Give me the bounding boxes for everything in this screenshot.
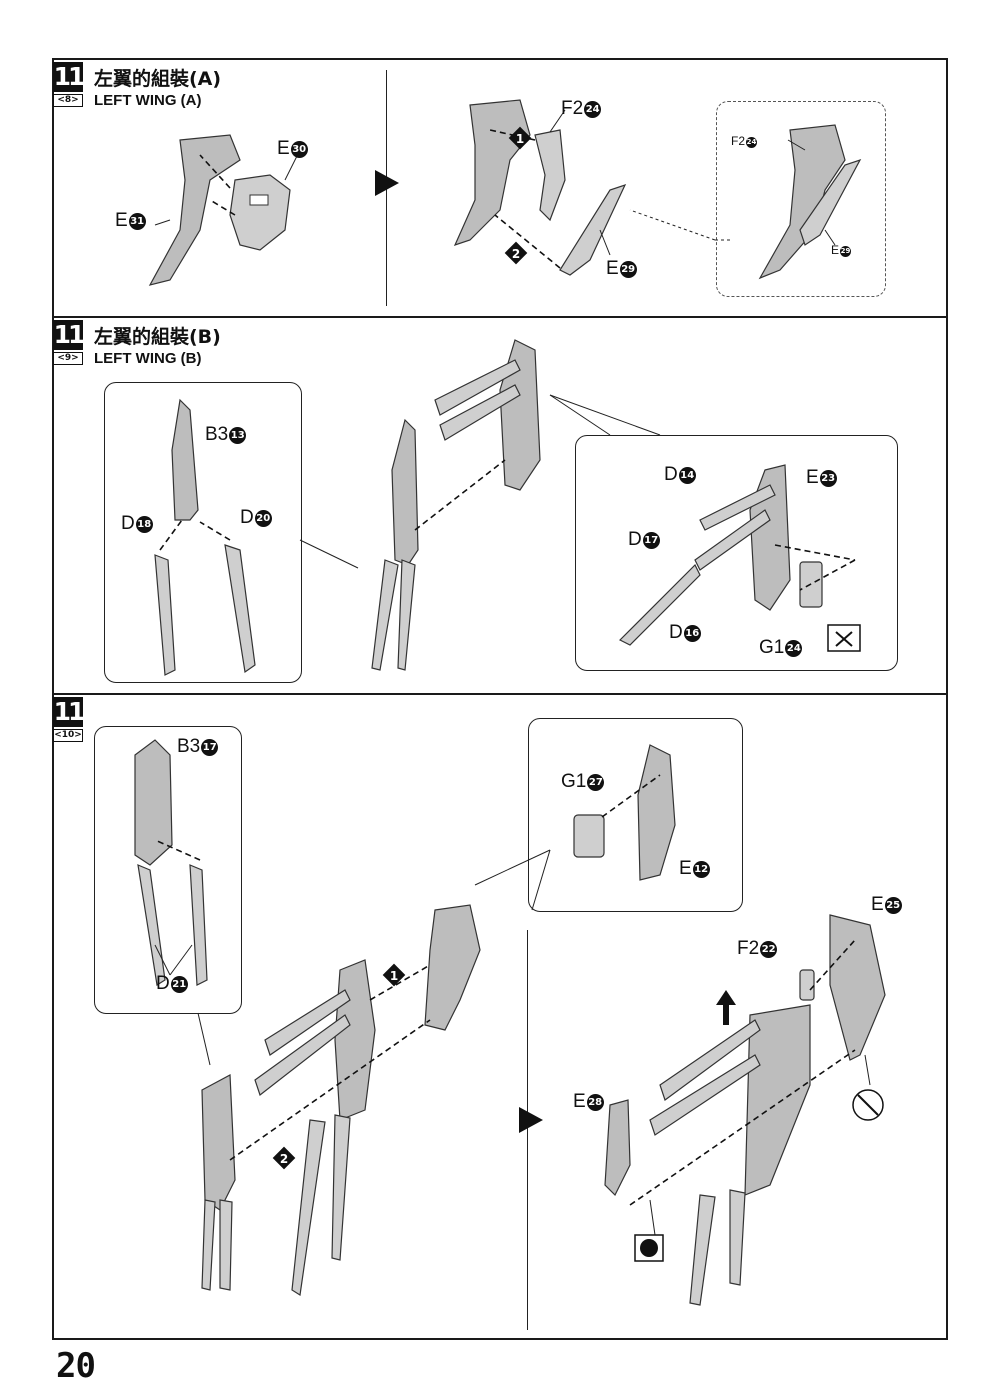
cut-gate-icon [827, 624, 861, 652]
page-reference: <10> [53, 729, 83, 742]
next-step-arrow-icon [519, 1107, 543, 1133]
wing-c-final-drawing [604, 914, 886, 1306]
wing-a-assembly-drawing: 1 2 [453, 99, 627, 276]
wing-a-parts-drawing [148, 134, 301, 286]
section-divider [52, 316, 948, 318]
wing-c-assembly-drawing: 1 2 [201, 904, 481, 1296]
wing-a-detail-drawing [629, 124, 862, 280]
next-step-arrow-icon [375, 170, 399, 196]
section-divider [52, 693, 948, 695]
section-title-en: LEFT WING (B) [94, 350, 202, 367]
section-title-jp: 左翼的組裝(A) [94, 68, 222, 90]
order-mark-2-icon: 2 [504, 241, 528, 265]
order-mark-1-icon: 1 [382, 963, 406, 987]
page-number: 20 [56, 1346, 96, 1386]
step-number-badge: 11 [53, 697, 85, 727]
svg-text:1: 1 [516, 132, 524, 146]
svg-text:1: 1 [390, 969, 398, 983]
detail-callout-box [528, 718, 743, 912]
wing-b-right-detail-drawing [618, 464, 861, 652]
detail-callout-box [104, 382, 302, 683]
svg-text:2: 2 [280, 1152, 288, 1166]
step-number-badge: 11 [53, 62, 85, 92]
wing-c-left-detail-drawing [134, 739, 211, 1066]
svg-text:2: 2 [512, 247, 520, 261]
section-title-jp: 左翼的組裝(B) [94, 326, 221, 348]
no-cut-icon [852, 1089, 884, 1121]
page-reference: <8> [53, 94, 83, 107]
marker-paint-icon [634, 1234, 664, 1262]
wing-b-assembly-drawing [371, 339, 661, 671]
wing-b-left-detail-drawing [154, 398, 359, 676]
order-mark-2-icon: 2 [272, 1146, 296, 1170]
step-number-badge: 11 [53, 320, 85, 350]
page-reference: <9> [53, 352, 83, 365]
wing-c-middle-detail-drawing [474, 744, 676, 911]
section-title-en: LEFT WING (A) [94, 92, 202, 109]
